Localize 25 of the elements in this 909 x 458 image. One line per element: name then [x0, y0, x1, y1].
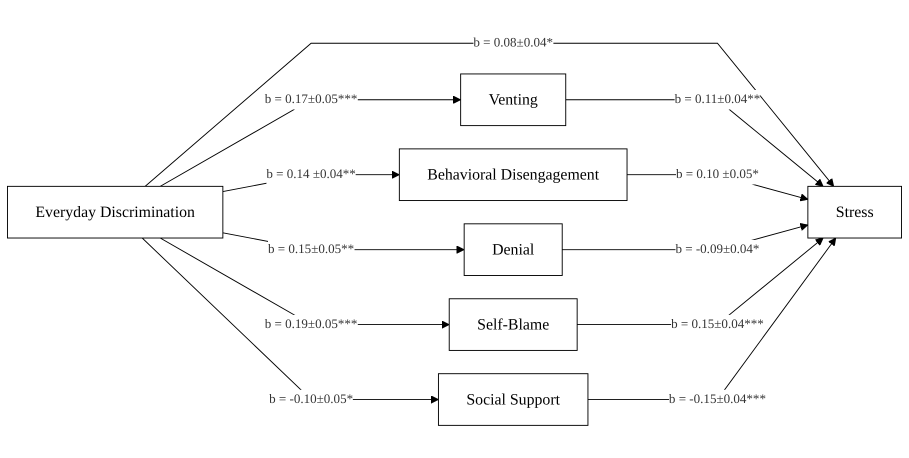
- arrow: [160, 237, 450, 328]
- arrow: [587, 237, 836, 400]
- arrow: [144, 42, 834, 186]
- edge-label: b = -0.10±0.05*: [269, 392, 354, 406]
- edge-label: b = 0.17±0.05***: [264, 92, 358, 106]
- node-box: Stress: [807, 185, 902, 238]
- edge-label: b = 0.11±0.04**: [674, 92, 760, 106]
- node-box: Social Support: [438, 372, 588, 426]
- node-box: Venting: [460, 73, 566, 126]
- edge-label: b = 0.19±0.05***: [264, 317, 358, 332]
- edge-label: b = 0.08±0.04*: [473, 36, 554, 50]
- node-box: Denial: [464, 222, 563, 276]
- edge-label: b = -0.09±0.04*: [675, 242, 760, 256]
- edge-label: b = 0.15±0.05**: [268, 242, 354, 256]
- node-box: Self-Blame: [448, 298, 578, 350]
- edge-label: b = 0.15±0.04***: [671, 317, 764, 332]
- arrow: [142, 237, 439, 404]
- edge-label: b = -0.15±0.04***: [668, 392, 766, 406]
- edge-label: b = 0.14 ±0.04**: [266, 167, 356, 182]
- node-box: Everyday Discrimination: [7, 185, 224, 238]
- node-box: Behavioral Disengagement: [398, 148, 628, 201]
- arrow: [576, 237, 824, 325]
- arrow: [160, 95, 462, 186]
- edge-label: b = 0.10 ±0.05*: [676, 167, 759, 182]
- arrow: [565, 98, 824, 186]
